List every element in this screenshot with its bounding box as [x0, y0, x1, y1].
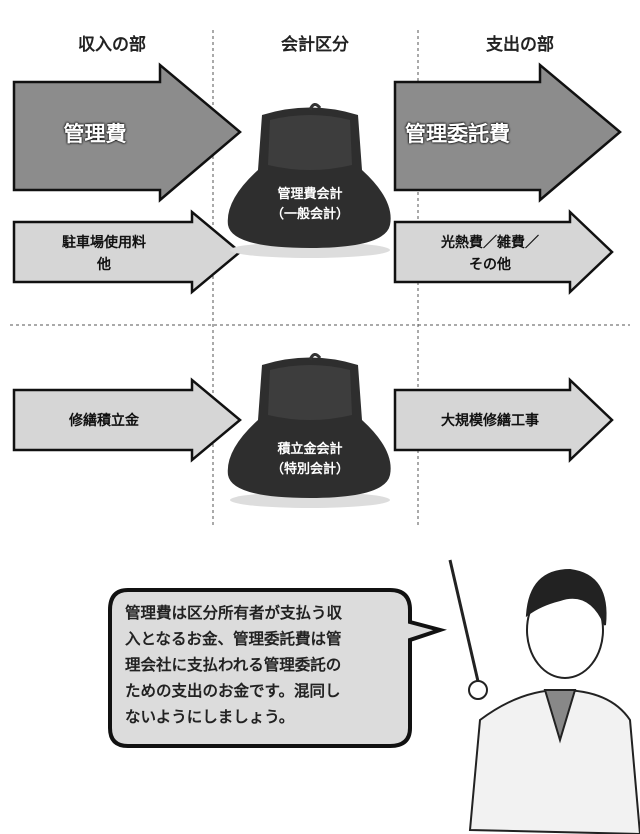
purse-reserve-label-2: （特別会計） [270, 462, 349, 477]
arrow-reserve-income [12, 377, 242, 463]
teacher-illustration-icon [448, 559, 640, 834]
reserve-income-label: 修繕積立金 [69, 413, 139, 429]
bubble-line: 管理費は区分所有者が支払う収 [125, 604, 343, 622]
purse-reserve-label-1: 積立金会計 [277, 442, 343, 457]
expense-main-label: 管理委託費 [405, 122, 510, 146]
header-accounting: 会計区分 [281, 35, 349, 55]
header-income: 収入の部 [78, 35, 146, 55]
reserve-expense-label: 大規模修繕工事 [441, 413, 539, 429]
purse-general-label-2: （一般会計） [270, 207, 349, 222]
bubble-line: ための支出のお金です。混同し [125, 682, 341, 700]
speech-bubble [108, 588, 447, 748]
bubble-line: ないようにしましょう。 [125, 708, 295, 726]
arrow-reserve-expense [393, 377, 614, 463]
income-other-label-2: 他 [97, 257, 111, 273]
expense-other-label-1: 光熱費／雑費／ [441, 235, 539, 251]
bubble-line: 理会社に支払われる管理委託の [125, 656, 342, 674]
purse-general-label-1: 管理費会計 [277, 187, 343, 202]
expense-other-label-2: その他 [469, 257, 511, 273]
header-expense: 支出の部 [486, 35, 554, 55]
arrow-income-main [12, 62, 242, 203]
arrow-income-other [12, 209, 242, 295]
arrow-expense-other [393, 209, 614, 295]
bubble-line: 入となるお金、管理委託費は管 [125, 630, 342, 648]
arrow-expense-main [393, 62, 622, 203]
purse-reserve-icon [227, 353, 391, 508]
income-main-label: 管理費 [63, 122, 127, 146]
income-other-label-1: 駐車場使用料 [62, 235, 146, 251]
bubble-text: 管理費は区分所有者が支払う収 入となるお金、管理委託費は管 理会社に支払われる管… [125, 600, 405, 730]
purse-general-icon [227, 103, 391, 258]
